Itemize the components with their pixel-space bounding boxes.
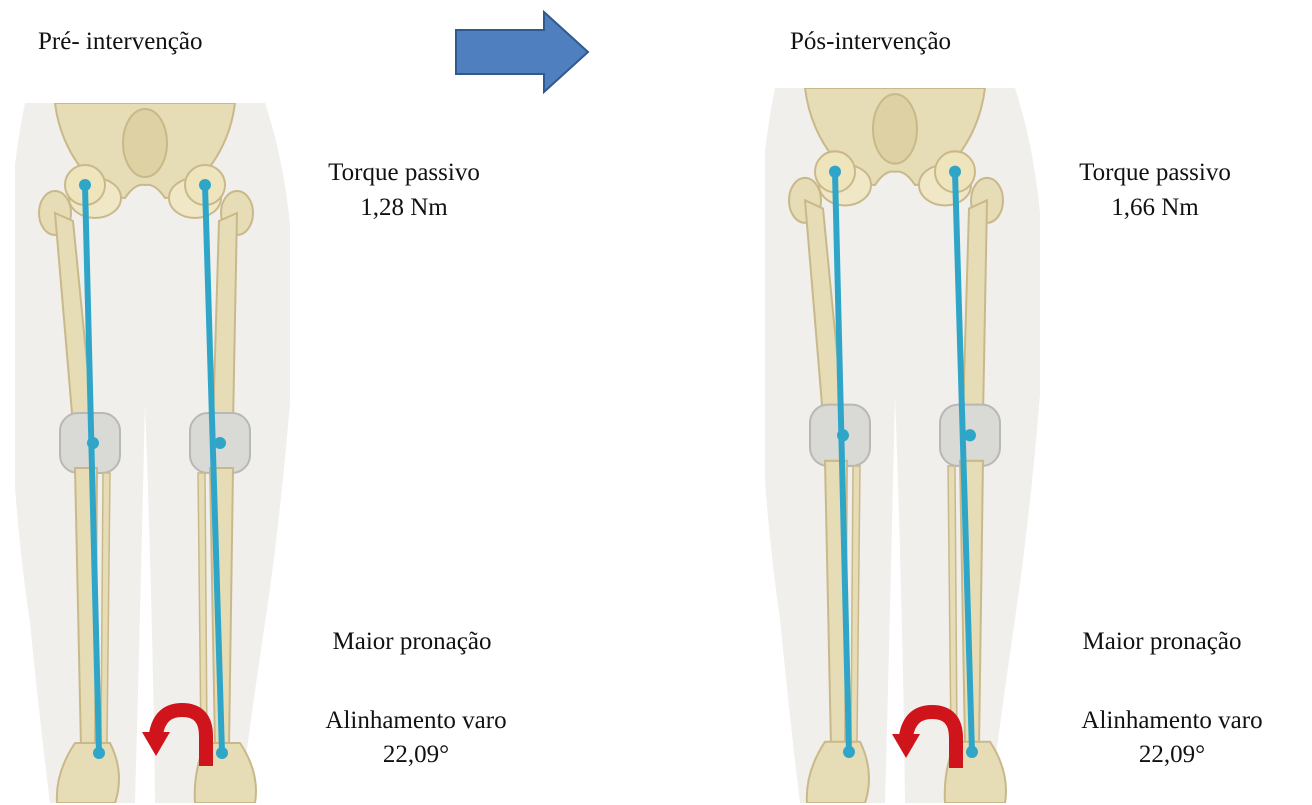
pre-alignment-label: Alinhamento varo [316, 706, 516, 736]
pre-pronation-label: Maior pronação [322, 627, 502, 657]
pre-torque-value: 1,28 Nm [324, 193, 484, 223]
post-pronation-label: Maior pronação [1072, 627, 1252, 657]
post-intervention-title: Pós-intervenção [790, 29, 951, 54]
pre-alignment-value: 22,09° [316, 740, 516, 770]
post-alignment-label: Alinhamento varo [1072, 706, 1272, 736]
pre-intervention-title: Pré- intervenção [38, 29, 203, 54]
post-alignment-value: 22,09° [1072, 740, 1272, 770]
curved-rotation-arrow-icon [138, 698, 223, 773]
post-torque-value: 1,66 Nm [1075, 193, 1235, 223]
curved-rotation-arrow-icon [888, 700, 973, 775]
pre-torque-label: Torque passivo [324, 158, 484, 188]
post-intervention-legs-illustration [765, 88, 1040, 803]
arrow-right-icon [452, 10, 592, 95]
post-torque-label: Torque passivo [1075, 158, 1235, 188]
